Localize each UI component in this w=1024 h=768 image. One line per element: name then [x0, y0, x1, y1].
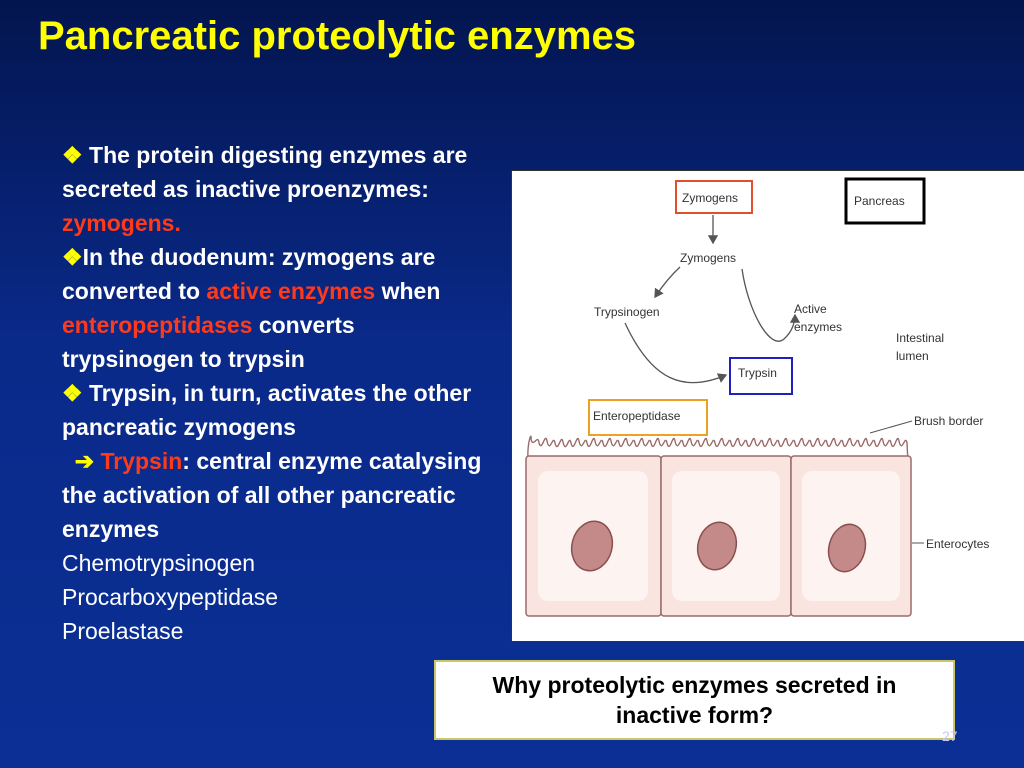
brush-border-microvilli	[527, 435, 909, 464]
label-intestinal-1: Intestinal	[896, 331, 944, 345]
bullet-3-text: Trypsin, in turn, activates the other pa…	[62, 380, 472, 440]
slide-title: Pancreatic proteolytic enzymes	[38, 14, 637, 58]
nucleus-2	[696, 521, 738, 571]
bullet-2-text-b: when	[381, 278, 441, 304]
label-zymogens: Zymogens	[680, 251, 736, 265]
question-line-1: Why proteolytic enzymes secreted in	[492, 672, 897, 698]
bullet-2-highlight-a: active enzymes	[206, 278, 376, 304]
label-zymogens-box: Zymogens	[682, 191, 738, 205]
label-active-1: Active	[794, 302, 827, 316]
arrow-to-trypsinogen	[654, 266, 681, 299]
bullet-4-text: : central enzyme catalysing the activati…	[62, 448, 482, 542]
label-active-2: enzymes	[794, 320, 842, 334]
brush-border-leader	[869, 420, 913, 434]
bullet-list: ❖ The protein digesting enzymes are secr…	[62, 138, 492, 648]
nucleus-1	[570, 520, 614, 572]
label-trypsin: Trypsin	[738, 366, 777, 380]
page-number: 27	[942, 728, 958, 744]
bullet-4-highlight: Trypsin	[100, 448, 183, 474]
zymogens-box	[675, 180, 753, 214]
question-line-2: inactive form?	[615, 702, 774, 728]
diamond-bullet-icon: ❖	[62, 142, 83, 168]
trypsin-box	[729, 357, 793, 395]
bullet-2-text-a: In the duodenum: zymogens are converted …	[62, 244, 436, 304]
arrow-trypsinogen-to-trypsin	[624, 322, 728, 384]
zymogen-item-3: Proelastase	[62, 618, 184, 644]
label-enterocytes: Enterocytes	[926, 537, 989, 551]
label-trypsinogen: Trypsinogen	[594, 305, 660, 319]
question-box: Why proteolytic enzymes secreted in inac…	[434, 660, 955, 740]
bullet-3: ❖ Trypsin, in turn, activates the other …	[62, 376, 492, 444]
enzyme-activation-diagram: Zymogens Pancreas Zymogens Trypsinogen A…	[511, 170, 1024, 642]
enteropeptidase-box	[588, 399, 708, 436]
label-intestinal-2: lumen	[896, 349, 929, 363]
label-enteropeptidase: Enteropeptidase	[593, 409, 681, 423]
bullet-1-text: The protein digesting enzymes are secret…	[62, 142, 468, 202]
diamond-bullet-icon: ❖	[62, 244, 83, 270]
bullet-1-highlight: zymogens.	[62, 210, 181, 236]
bullet-4: ➔ Trypsin: central enzyme catalysing the…	[62, 444, 492, 546]
label-brush-border: Brush border	[914, 414, 983, 428]
arrow-right-icon: ➔	[74, 448, 95, 474]
bullet-2-highlight-b: enteropeptidases	[62, 312, 253, 338]
nucleus-3	[827, 523, 867, 573]
bullet-2: ❖In the duodenum: zymogens are converted…	[62, 240, 492, 376]
question-text: Why proteolytic enzymes secreted in inac…	[493, 670, 897, 730]
bullet-2-text-c: converts trypsinogen to trypsin	[62, 312, 355, 372]
diamond-bullet-icon: ❖	[62, 380, 83, 406]
zymogen-item-1: Chemotrypsinogen	[62, 550, 256, 576]
label-pancreas: Pancreas	[854, 194, 905, 208]
arrow-to-active-enzymes	[741, 268, 801, 342]
bullet-1: ❖ The protein digesting enzymes are secr…	[62, 138, 492, 240]
pancreas-box	[844, 177, 926, 225]
diagram-svg: Zymogens Pancreas Zymogens Trypsinogen A…	[525, 177, 989, 617]
zymogen-item-2: Procarboxypeptidase	[62, 584, 279, 610]
